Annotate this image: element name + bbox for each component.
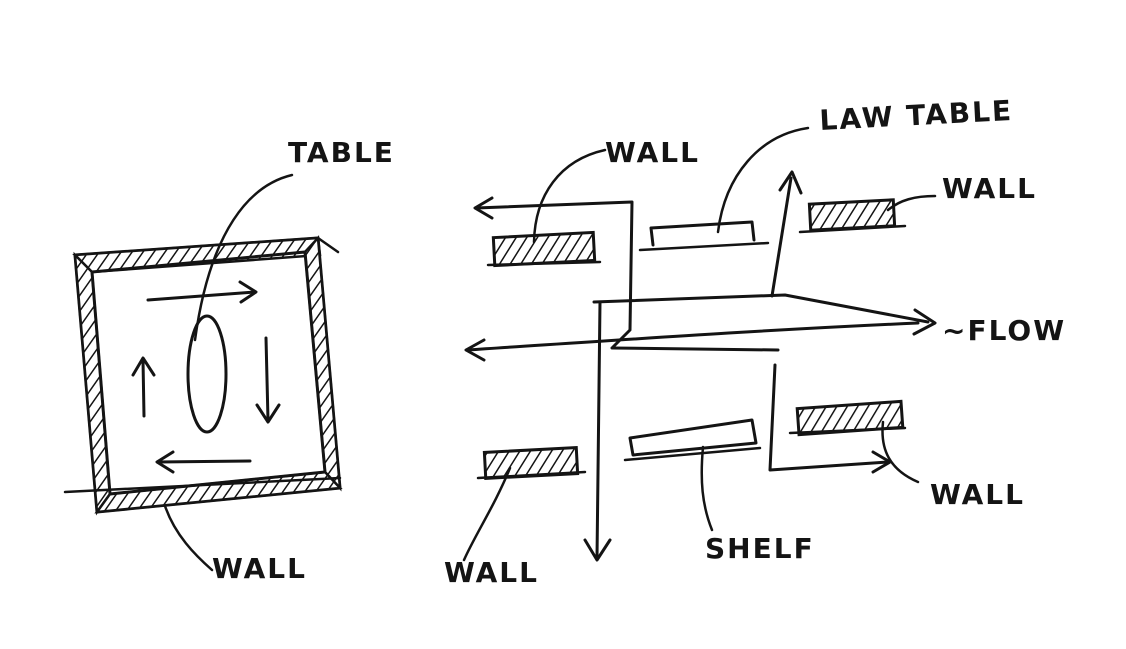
label-shelf: SHELF: [705, 532, 815, 565]
label-wall-top-left: WALL: [605, 136, 700, 169]
sketch-stroke: [623, 446, 762, 462]
sketch-stroke: [486, 260, 602, 267]
table-ellipse: [186, 314, 228, 434]
room-flow-arrows: [131, 280, 281, 474]
sketch-stroke: [788, 426, 907, 435]
label-wall-left: WALL: [212, 552, 307, 585]
sketch-stroke: [798, 224, 907, 234]
leader-table: [193, 173, 294, 342]
wall-top-left: [491, 230, 597, 268]
leader-wall-bottom-right: [881, 420, 920, 484]
room-inner-outline: [90, 250, 327, 496]
label-wall-top-right: WALL: [942, 172, 1037, 205]
shelf: [628, 418, 758, 457]
label-flow: ~FLOW: [942, 314, 1066, 347]
leader-wall-bottom-left: [462, 466, 512, 562]
sketch-stroke: [316, 236, 340, 254]
leader-low-table: [716, 126, 810, 234]
label-wall-bottom-right: WALL: [930, 478, 1025, 511]
low-table: [649, 220, 756, 247]
sketch-stroke: [638, 241, 770, 252]
flow-arrows: [464, 170, 937, 562]
wall-top-right: [807, 198, 897, 232]
leader-shelf: [700, 445, 714, 532]
leader-wall-top-left: [532, 148, 607, 244]
flow-plan-diagram: WALL LAW TABLE WALL ~FLOW WALL SHELF WAL…: [444, 94, 1066, 589]
label-wall-bottom-left: WALL: [444, 556, 539, 589]
leader-wall-top-right: [886, 194, 937, 212]
leader-wall-left: [163, 504, 214, 572]
sketch-stroke: [63, 476, 342, 494]
label-low-table: LAW TABLE: [819, 94, 1014, 137]
label-table: TABLE: [288, 136, 395, 169]
sketch-stroke: [476, 470, 587, 480]
room-diagram: TABLE WALL: [63, 136, 395, 585]
